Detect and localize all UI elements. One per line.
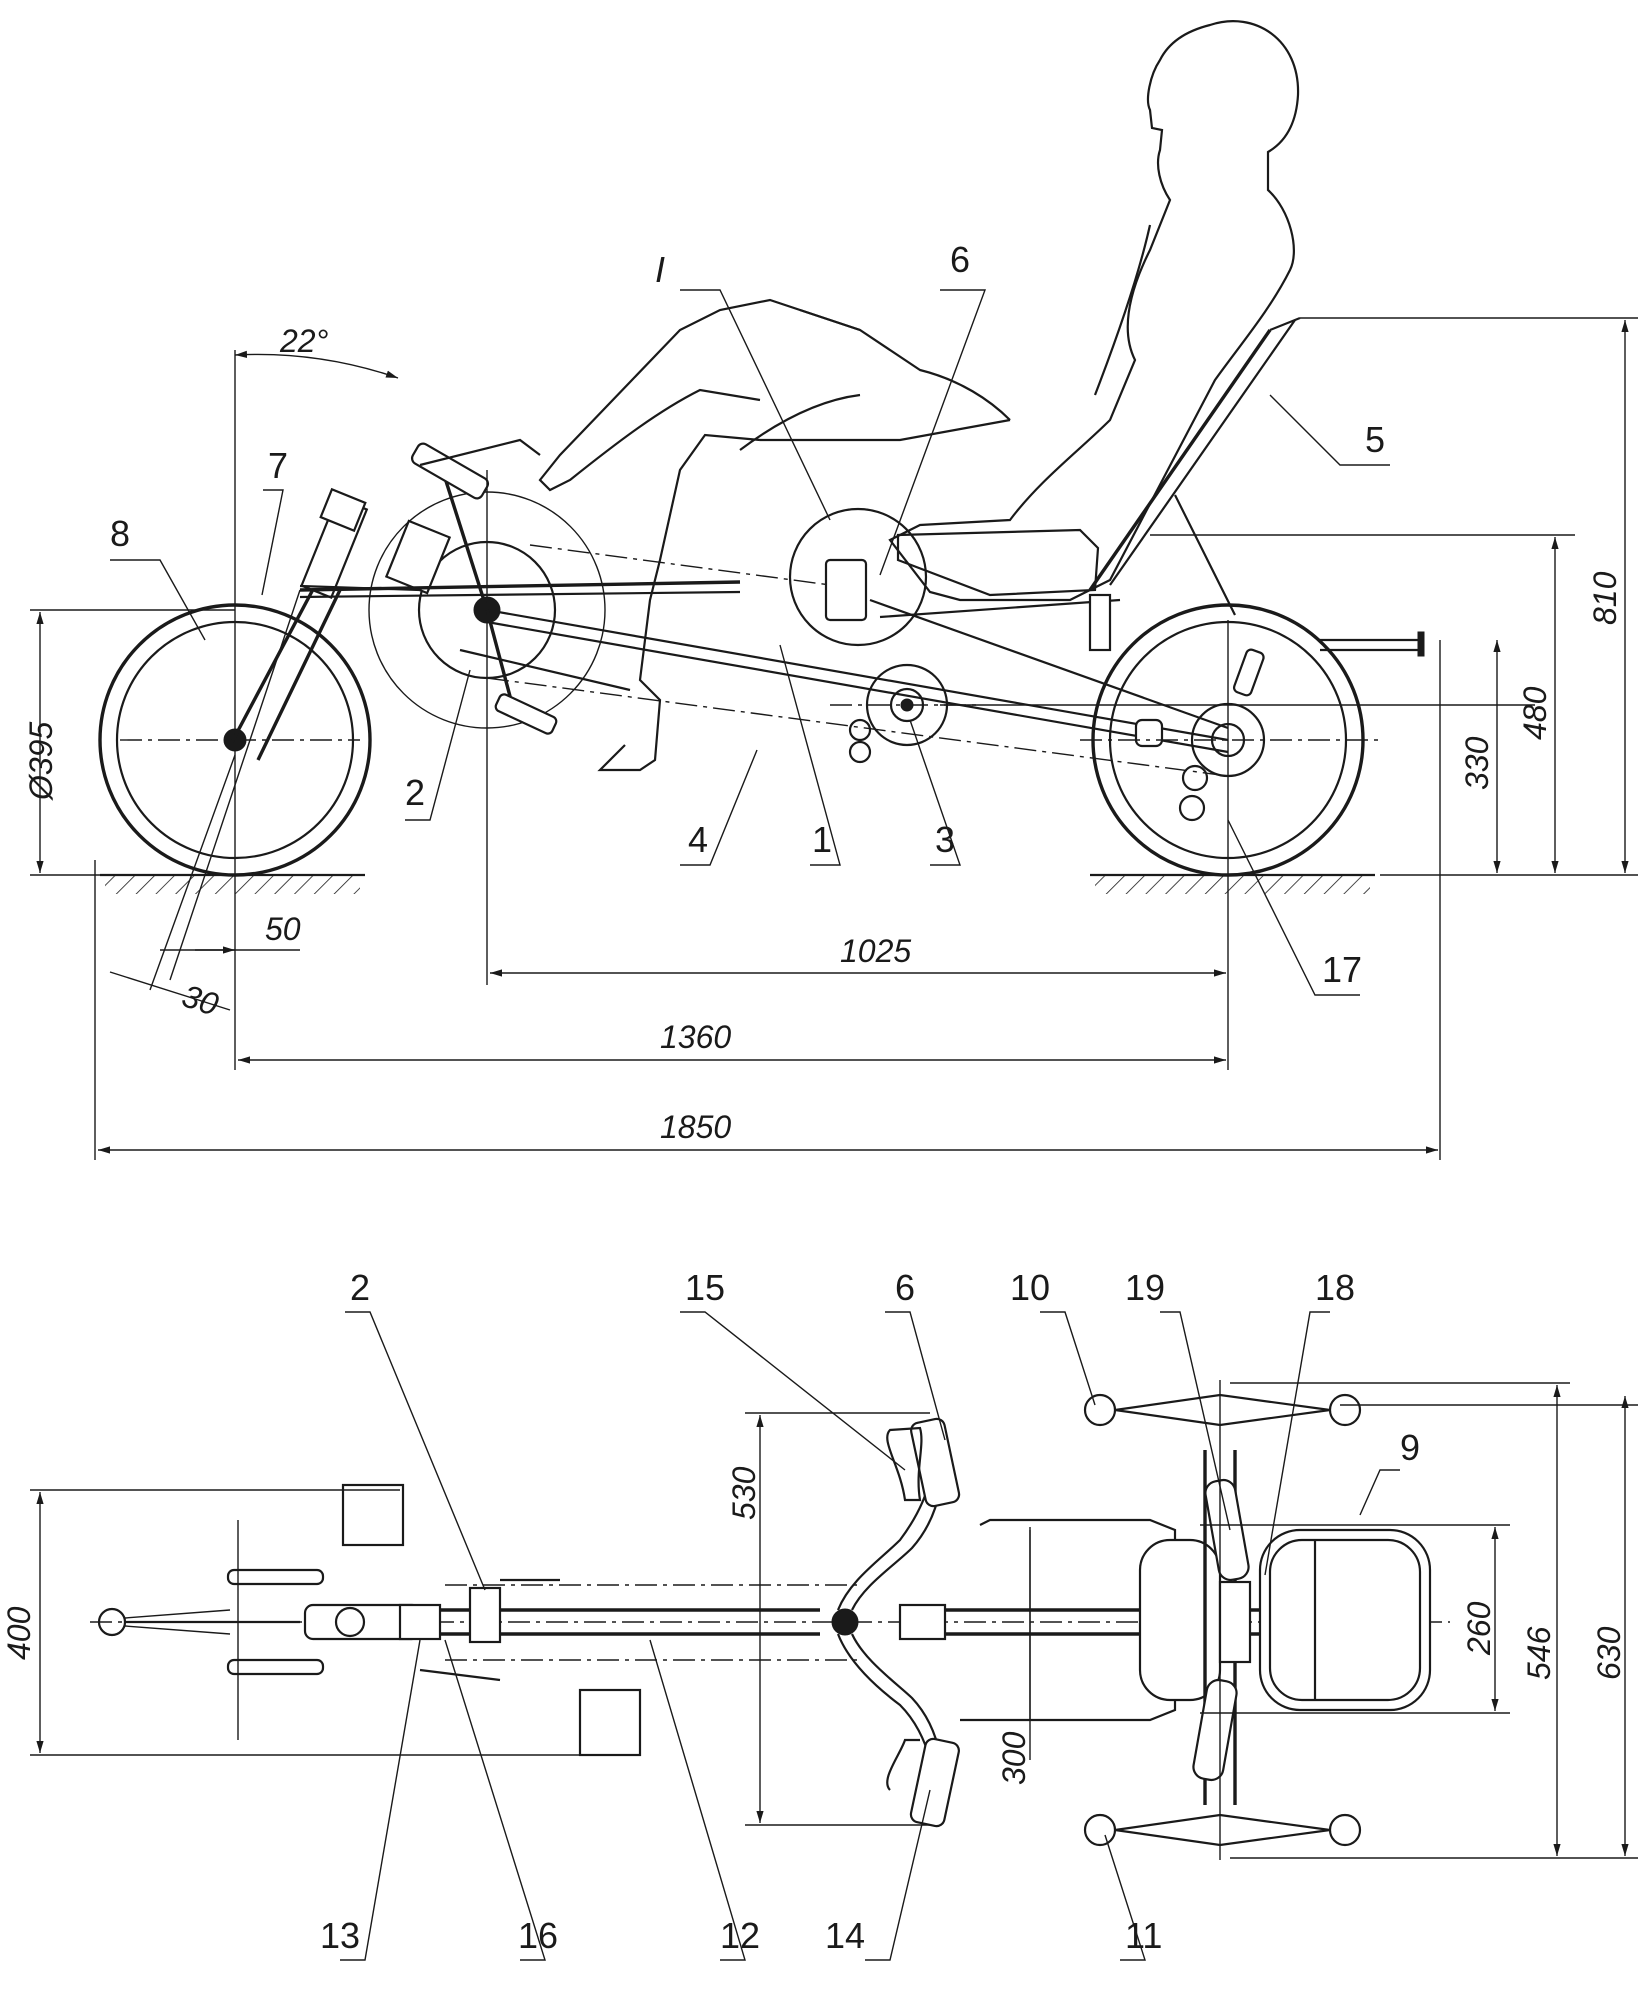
top-label-11: 11 bbox=[1125, 1915, 1162, 1956]
intermediate-sprocket bbox=[788, 507, 949, 747]
label-4: 4 bbox=[688, 819, 708, 860]
dim-50: 50 bbox=[265, 911, 301, 947]
dim-wheel-diameter: Ø395 bbox=[23, 722, 59, 801]
dim-530: 530 bbox=[726, 1466, 762, 1520]
top-label-15: 15 bbox=[685, 1267, 725, 1308]
label-5: 5 bbox=[1365, 419, 1385, 460]
top-label-6: 6 bbox=[895, 1267, 915, 1308]
top-label-14: 14 bbox=[825, 1915, 865, 1956]
rear-mechanism bbox=[824, 558, 1265, 764]
top-leader-lines bbox=[340, 1311, 1400, 1961]
dimension-lines bbox=[36, 320, 1629, 1154]
dim-1025: 1025 bbox=[840, 933, 911, 969]
dim-480: 480 bbox=[1517, 686, 1553, 740]
rear-frame-top bbox=[945, 1450, 1432, 1805]
top-label-19: 19 bbox=[1125, 1267, 1165, 1308]
dim-330: 330 bbox=[1459, 736, 1495, 790]
label-6: 6 bbox=[950, 239, 970, 280]
label-2: 2 bbox=[405, 772, 425, 813]
label-7: 7 bbox=[268, 445, 288, 486]
top-label-9: 9 bbox=[1400, 1427, 1420, 1468]
top-label-18: 18 bbox=[1315, 1267, 1355, 1308]
top-label-13: 13 bbox=[320, 1915, 360, 1956]
dim-260: 260 bbox=[1461, 1601, 1497, 1656]
side-view: I 6 5 7 8 2 4 1 3 17 22° Ø395 50 30 1025… bbox=[23, 20, 1638, 1160]
top-view: 2 15 6 10 19 18 9 13 16 12 14 11 400 530… bbox=[1, 1267, 1638, 1961]
rear-wheels-top bbox=[1083, 1380, 1362, 1860]
label-8: 8 bbox=[110, 513, 130, 554]
dim-angle: 22° bbox=[279, 323, 329, 359]
top-label-16: 16 bbox=[518, 1915, 558, 1956]
dim-1850: 1850 bbox=[660, 1109, 731, 1145]
chain bbox=[486, 544, 1229, 777]
label-1: 1 bbox=[812, 819, 832, 860]
dim-400: 400 bbox=[1, 1606, 37, 1660]
label-I: I bbox=[655, 249, 665, 290]
top-dimension-lines bbox=[36, 1385, 1629, 1856]
rider-silhouette bbox=[419, 20, 1300, 772]
top-label-10: 10 bbox=[1010, 1267, 1050, 1308]
top-reference-lines bbox=[30, 1382, 1638, 1859]
dim-30: 30 bbox=[178, 977, 223, 1022]
crank-top bbox=[831, 1417, 961, 1828]
dim-1360: 1360 bbox=[660, 1019, 731, 1055]
main-frame bbox=[299, 580, 1229, 754]
dim-300: 300 bbox=[996, 1731, 1032, 1785]
fork-top bbox=[226, 1520, 442, 1740]
top-label-12: 12 bbox=[720, 1915, 760, 1956]
label-17: 17 bbox=[1322, 949, 1362, 990]
dim-546: 546 bbox=[1521, 1626, 1557, 1680]
reference-lines bbox=[30, 317, 1638, 1160]
boom-top bbox=[419, 1578, 860, 1682]
ground bbox=[100, 873, 1375, 894]
dim-810: 810 bbox=[1587, 571, 1623, 625]
front-fork bbox=[230, 487, 452, 761]
pedals-top bbox=[341, 1483, 642, 1757]
label-3: 3 bbox=[935, 819, 955, 860]
top-label-2: 2 bbox=[350, 1267, 370, 1308]
cranks bbox=[410, 442, 558, 735]
leader-lines bbox=[110, 289, 1390, 996]
dim-630: 630 bbox=[1591, 1626, 1627, 1680]
seat bbox=[896, 316, 1425, 657]
